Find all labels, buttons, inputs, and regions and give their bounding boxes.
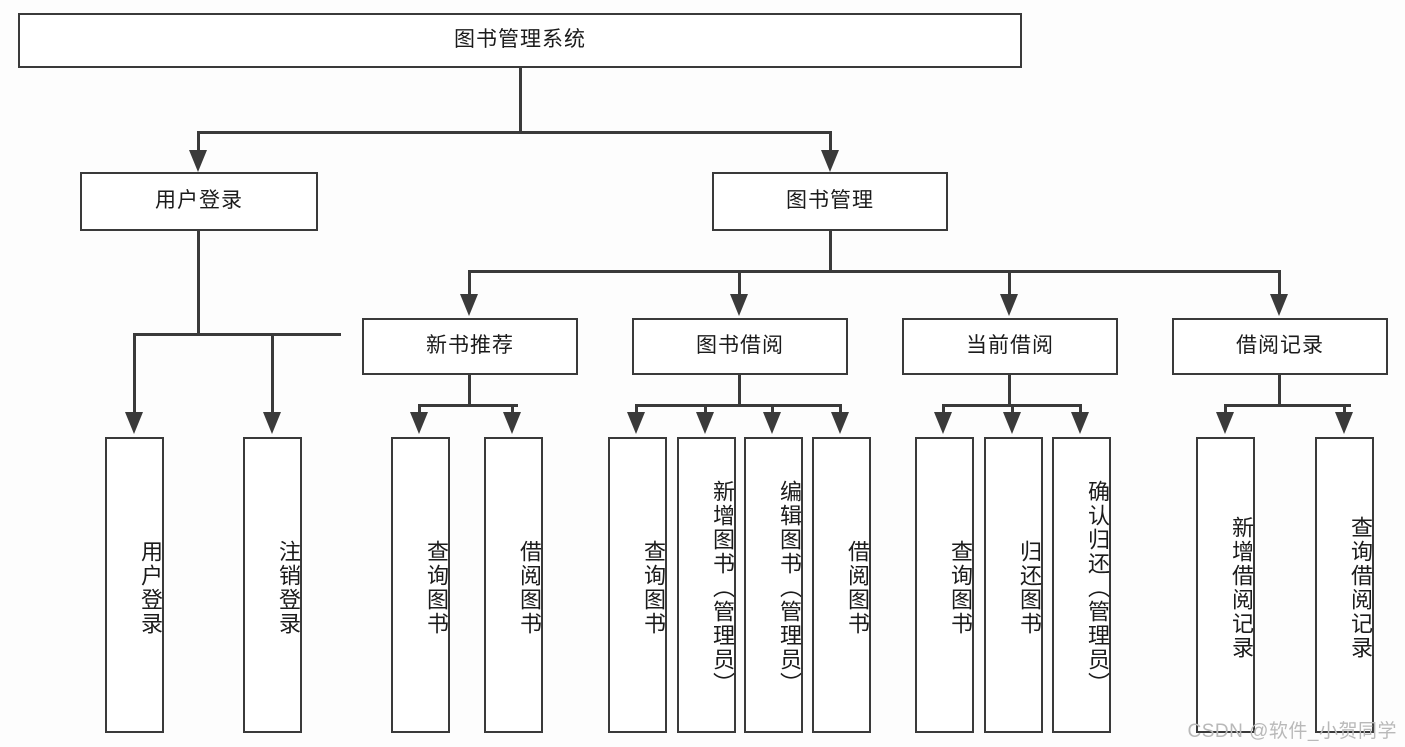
node-leaf-borrow-book-1[interactable]: 借阅图书 — [484, 437, 543, 733]
connector-user-login-stem — [197, 231, 200, 336]
connector-nbr-stem — [468, 375, 471, 407]
connector-bm-to-current-borrow — [1008, 270, 1011, 295]
connector-br-right — [1343, 404, 1346, 412]
connector-bb-c1 — [635, 404, 638, 412]
node-new-book-recommendation[interactable]: 新书推荐 — [362, 318, 578, 375]
arrow-to-leaf-return-book — [1003, 412, 1021, 434]
node-leaf-borrow-book-2[interactable]: 借阅图书 — [812, 437, 871, 733]
node-label: 确认归还（管理员） — [1085, 480, 1110, 696]
arrow-to-leaf-logout — [263, 412, 281, 434]
node-leaf-query-book-2[interactable]: 查询图书 — [608, 437, 667, 733]
arrow-to-book-borrow — [730, 294, 748, 316]
connector-bm-to-borrow-record — [1278, 270, 1281, 295]
arrow-to-book-manage — [821, 150, 839, 172]
connector-bb-c2 — [704, 404, 707, 412]
arrow-to-user-login — [189, 150, 207, 172]
node-label: 新书推荐 — [426, 334, 514, 358]
arrow-to-leaf-user-login — [125, 412, 143, 434]
node-leaf-return-book[interactable]: 归还图书 — [984, 437, 1043, 733]
node-label: 归还图书 — [1017, 540, 1042, 636]
node-label: 借阅图书 — [517, 540, 542, 636]
connector-br-bus — [1224, 404, 1351, 407]
connector-bb-stem — [738, 375, 741, 407]
connector-cb-c2 — [1011, 404, 1014, 412]
node-label: 新增图书（管理员） — [710, 480, 735, 696]
node-leaf-user-login[interactable]: 用户登录 — [105, 437, 164, 733]
connector-cb-stem — [1008, 375, 1011, 407]
arrow-to-leaf-query-record — [1335, 412, 1353, 434]
node-borrow-record[interactable]: 借阅记录 — [1172, 318, 1388, 375]
connector-user-login-left — [133, 333, 136, 413]
node-leaf-edit-book[interactable]: 编辑图书（管理员） — [744, 437, 803, 733]
connector-root-to-book-manage — [829, 131, 832, 151]
connector-bb-c4 — [839, 404, 842, 412]
node-leaf-confirm-return[interactable]: 确认归还（管理员） — [1052, 437, 1111, 733]
node-label: 新增借阅记录 — [1229, 516, 1254, 660]
node-label: 图书借阅 — [696, 334, 784, 358]
node-label: 查询图书 — [424, 540, 449, 636]
arrow-to-leaf-add-record — [1216, 412, 1234, 434]
connector-root-to-user-login — [197, 131, 200, 151]
node-root-system[interactable]: 图书管理系统 — [18, 13, 1022, 68]
node-leaf-query-book-3[interactable]: 查询图书 — [915, 437, 974, 733]
connector-nbr-right — [511, 404, 514, 412]
node-user-login[interactable]: 用户登录 — [80, 172, 318, 231]
arrow-to-leaf-query-book-2 — [627, 412, 645, 434]
connector-bm-to-book-borrow — [738, 270, 741, 295]
connector-cb-c1 — [942, 404, 945, 412]
connector-nbr-left — [418, 404, 421, 412]
arrow-to-leaf-query-book-3 — [934, 412, 952, 434]
node-label: 借阅记录 — [1236, 334, 1324, 358]
node-label: 注销登录 — [276, 540, 301, 636]
node-label: 当前借阅 — [966, 334, 1054, 358]
node-leaf-query-book-1[interactable]: 查询图书 — [391, 437, 450, 733]
arrow-to-leaf-borrow-book-2 — [831, 412, 849, 434]
node-label: 用户登录 — [138, 540, 163, 636]
connector-nbr-bus — [418, 404, 518, 407]
node-label: 查询图书 — [641, 540, 666, 636]
node-leaf-add-book[interactable]: 新增图书（管理员） — [677, 437, 736, 733]
connector-root-bus — [197, 131, 831, 134]
node-label: 查询图书 — [948, 540, 973, 636]
connector-br-stem — [1278, 375, 1281, 407]
connector-root-stem — [519, 68, 522, 133]
node-label: 图书管理系统 — [454, 28, 586, 52]
node-leaf-add-borrow-record[interactable]: 新增借阅记录 — [1196, 437, 1255, 733]
arrow-to-borrow-record — [1270, 294, 1288, 316]
connector-user-login-right — [271, 333, 274, 413]
arrow-to-leaf-borrow-book-1 — [503, 412, 521, 434]
arrow-to-leaf-add-book — [696, 412, 714, 434]
node-current-borrow[interactable]: 当前借阅 — [902, 318, 1118, 375]
connector-bb-bus — [635, 404, 841, 407]
arrow-to-leaf-query-book-1 — [410, 412, 428, 434]
connector-br-left — [1224, 404, 1227, 412]
node-book-borrow[interactable]: 图书借阅 — [632, 318, 848, 375]
node-leaf-logout[interactable]: 注销登录 — [243, 437, 302, 733]
arrow-to-leaf-confirm-return — [1071, 412, 1089, 434]
connector-user-login-bus — [133, 333, 341, 336]
node-book-manage[interactable]: 图书管理 — [712, 172, 948, 231]
connector-bb-c3 — [771, 404, 774, 412]
arrow-to-current-borrow — [1000, 294, 1018, 316]
node-leaf-query-borrow-record[interactable]: 查询借阅记录 — [1315, 437, 1374, 733]
node-label: 用户登录 — [155, 189, 243, 213]
connector-book-manage-stem — [829, 231, 832, 273]
connector-book-manage-bus — [468, 270, 1280, 273]
connector-bm-to-new-book — [468, 270, 471, 295]
node-label: 借阅图书 — [845, 540, 870, 636]
node-label: 图书管理 — [786, 189, 874, 213]
connector-cb-c3 — [1079, 404, 1082, 412]
node-label: 编辑图书（管理员） — [777, 480, 802, 696]
arrow-to-new-book-rec — [460, 294, 478, 316]
node-label: 查询借阅记录 — [1348, 516, 1373, 660]
arrow-to-leaf-edit-book — [763, 412, 781, 434]
